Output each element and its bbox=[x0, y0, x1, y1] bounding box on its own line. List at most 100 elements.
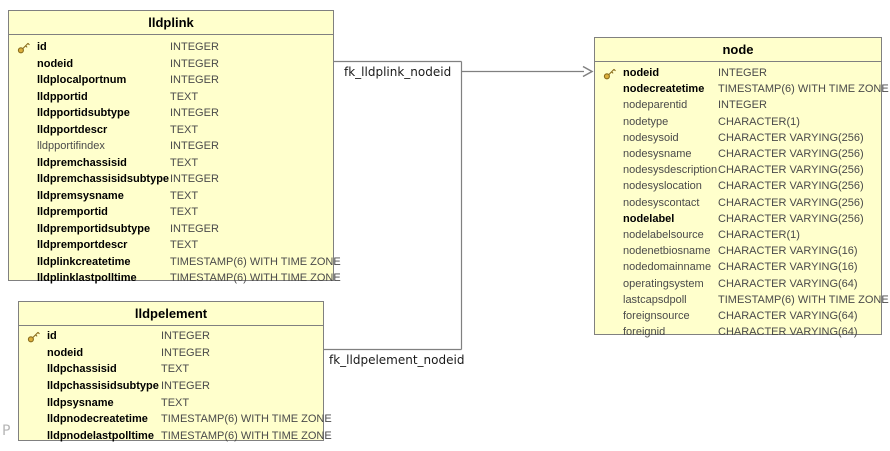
column-name: nodelabelsource bbox=[623, 228, 704, 241]
column-type: INTEGER bbox=[718, 99, 767, 112]
watermark: P bbox=[2, 423, 11, 439]
table-title: lldpelement bbox=[19, 302, 323, 326]
column-type: INTEGER bbox=[170, 222, 219, 235]
column-name: lldpportid bbox=[37, 90, 88, 103]
column-type: CHARACTER VARYING(16) bbox=[718, 261, 858, 274]
fk-label-lldpelement-nodeid: fk_lldpelement_nodeid bbox=[329, 353, 465, 367]
column-type: INTEGER bbox=[161, 330, 210, 343]
column-type: CHARACTER VARYING(256) bbox=[718, 196, 864, 209]
column-type: INTEGER bbox=[170, 173, 219, 186]
table-row: nodedomainname CHARACTER VARYING(16) bbox=[595, 259, 881, 275]
table-row: id INTEGER bbox=[19, 328, 323, 345]
table-title: lldplink bbox=[9, 11, 333, 35]
table-row: lldpremsysname TEXT bbox=[9, 188, 333, 205]
column-name: lldplocalportnum bbox=[37, 74, 127, 87]
table-row: lldpnodelastpolltime TIMESTAMP(6) WITH TI… bbox=[19, 428, 332, 445]
column-type: TEXT bbox=[170, 90, 199, 103]
column-type: CHARACTER VARYING(256) bbox=[718, 212, 864, 225]
column-name: operatingsystem bbox=[623, 277, 704, 290]
column-type: TEXT bbox=[170, 189, 199, 202]
column-name: nodeid bbox=[47, 346, 84, 359]
column-name: lldpremportid bbox=[37, 206, 108, 219]
column-type: TIMESTAMP(6) WITH TIME ZONE bbox=[718, 293, 889, 306]
key-icon bbox=[27, 330, 47, 343]
column-name: lldpportdescr bbox=[37, 123, 108, 136]
column-type: INTEGER bbox=[161, 380, 210, 393]
column-type: TEXT bbox=[170, 239, 199, 252]
column-name: nodesyscontact bbox=[623, 196, 700, 209]
table-row: lldpremportidsubtype INTEGER bbox=[9, 221, 333, 238]
column-type: CHARACTER VARYING(64) bbox=[718, 309, 858, 322]
column-type: CHARACTER VARYING(256) bbox=[718, 148, 864, 161]
column-name: lldplinklastpolltime bbox=[37, 272, 137, 285]
column-type: TEXT bbox=[170, 206, 199, 219]
table-row: lldpportid TEXT bbox=[9, 89, 333, 106]
column-name: nodenetbiosname bbox=[623, 245, 711, 258]
table-title: node bbox=[595, 38, 881, 62]
column-name: nodetype bbox=[623, 115, 669, 128]
column-name: lldpsysname bbox=[47, 396, 114, 409]
column-name: lldpnodelastpolltime bbox=[47, 429, 154, 442]
column-type: TEXT bbox=[170, 123, 199, 136]
column-name: lldpremchassisid bbox=[37, 156, 127, 169]
table-row: lldpportdescr TEXT bbox=[9, 122, 333, 139]
column-name: lldpremportidsubtype bbox=[37, 222, 151, 235]
table-row: lldpportifindex INTEGER bbox=[9, 138, 333, 155]
column-type: CHARACTER VARYING(64) bbox=[718, 326, 858, 339]
column-name: lldpnodecreatetime bbox=[47, 413, 148, 426]
column-type: TEXT bbox=[170, 156, 199, 169]
table-row: lldpremportid TEXT bbox=[9, 204, 333, 221]
column-name: nodeparentid bbox=[623, 99, 688, 112]
column-name: lldpportidsubtype bbox=[37, 107, 130, 120]
column-type: INTEGER bbox=[161, 346, 210, 359]
column-type: TIMESTAMP(6) WITH TIME ZONE bbox=[161, 413, 332, 426]
column-type: TIMESTAMP(6) WITH TIME ZONE bbox=[161, 429, 332, 442]
column-name: nodedomainname bbox=[623, 261, 712, 274]
column-type: TEXT bbox=[161, 363, 190, 376]
column-name: nodesysname bbox=[623, 148, 692, 161]
table-row: nodelabel CHARACTER VARYING(256) bbox=[595, 211, 881, 227]
column-name: nodelabel bbox=[623, 212, 675, 225]
arrowhead-icon bbox=[582, 65, 594, 78]
column-name: nodecreatetime bbox=[623, 83, 705, 96]
column-name: lldpremsysname bbox=[37, 189, 124, 202]
column-name: lldpchassisidsubtype bbox=[47, 380, 159, 393]
column-name: lldpportifindex bbox=[37, 140, 105, 153]
table-row: nodesyscontact CHARACTER VARYING(256) bbox=[595, 195, 881, 211]
column-name: id bbox=[47, 330, 57, 343]
key-icon bbox=[17, 41, 37, 54]
column-name: id bbox=[37, 41, 47, 54]
column-name: nodeid bbox=[37, 57, 74, 70]
column-type: TIMESTAMP(6) WITH TIME ZONE bbox=[718, 83, 889, 96]
column-name: nodesysdescription bbox=[623, 164, 718, 177]
column-type: INTEGER bbox=[170, 140, 219, 153]
column-type: CHARACTER VARYING(256) bbox=[718, 131, 864, 144]
table-row: nodecreatetime TIMESTAMP(6) WITH TIME ZON… bbox=[595, 81, 889, 97]
table-row: nodeparentid INTEGER bbox=[595, 97, 881, 113]
column-type: INTEGER bbox=[718, 67, 767, 80]
column-type: TIMESTAMP(6) WITH TIME ZONE bbox=[170, 255, 341, 268]
column-name: lldplinkcreatetime bbox=[37, 255, 131, 268]
